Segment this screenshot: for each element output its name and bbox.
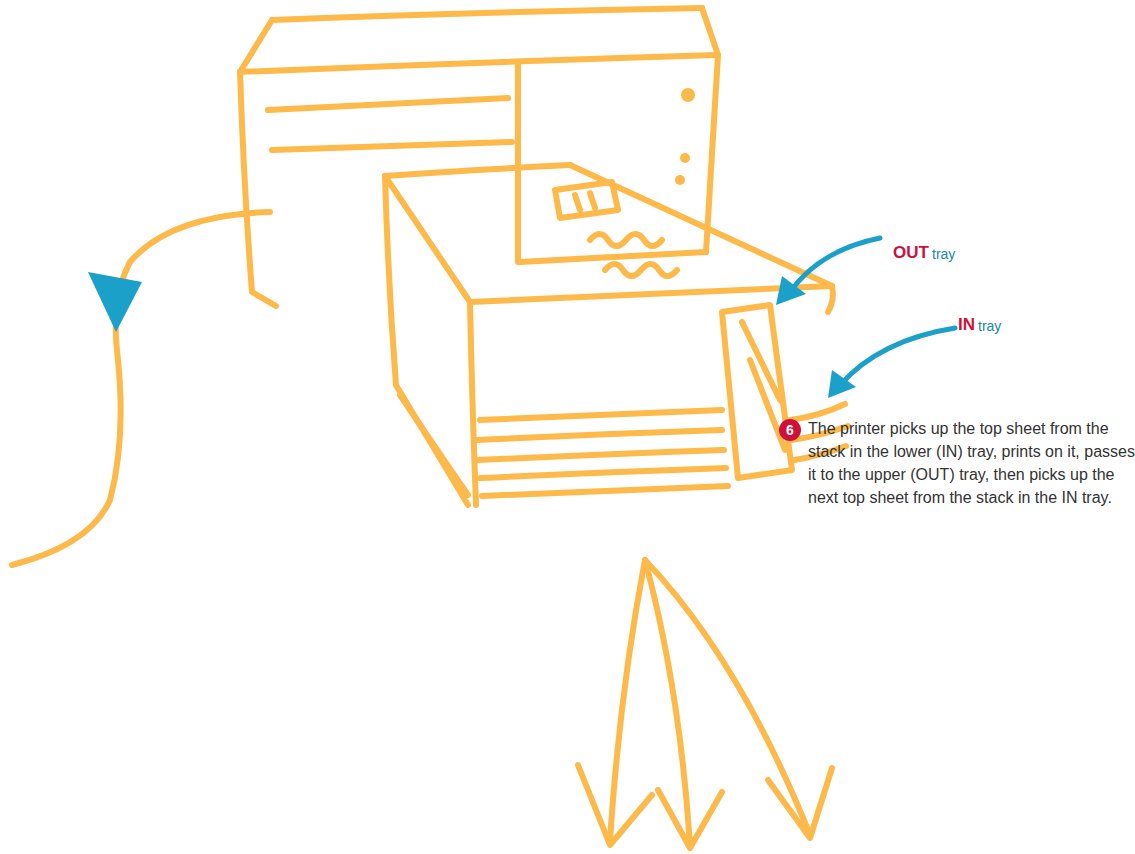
callout-number: 6: [779, 419, 801, 441]
tray-name: OUT: [893, 243, 929, 263]
printer-sketch: [12, 8, 848, 848]
arrow-head: [88, 272, 142, 332]
callout-note: The printer picks up the top sheet from …: [808, 417, 1135, 509]
leader-arrows: [790, 238, 955, 385]
leader-heads: [776, 276, 856, 398]
tray-word: tray: [932, 246, 955, 262]
tray-word: tray: [978, 318, 1001, 334]
printer-dots: [675, 88, 695, 185]
tray-name: IN: [958, 315, 975, 335]
